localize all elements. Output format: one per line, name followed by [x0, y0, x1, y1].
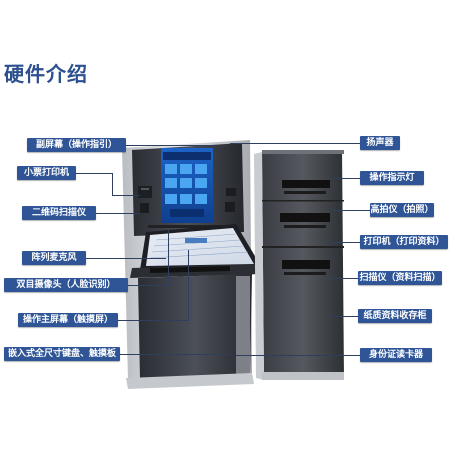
label-paper-storage: 纸质资料收存柜	[358, 309, 432, 323]
label-printer: 打印机（打印资料）	[360, 235, 448, 249]
label-receipt-printer: 小票打印机	[17, 166, 76, 180]
connector-line	[168, 230, 169, 286]
label-keyboard-touchpad: 嵌入式全尺寸键盘、触摸板	[4, 347, 120, 361]
document-cabinet	[254, 150, 344, 380]
connector-line	[118, 320, 188, 321]
connector-line	[330, 316, 358, 317]
connector-line	[188, 250, 189, 321]
connector-line	[86, 258, 166, 259]
kiosk-tower	[122, 140, 262, 389]
connector-line	[126, 145, 216, 146]
label-array-microphone: 阵列麦克风	[22, 251, 86, 265]
page-title: 硬件介绍	[4, 62, 88, 86]
connector-line	[330, 242, 360, 243]
connector-line	[76, 173, 112, 174]
cabinet-slot	[282, 180, 330, 188]
label-qr-scanner: 二维码扫描仪	[22, 206, 96, 220]
label-indicator-light: 操作指示灯	[360, 171, 424, 185]
label-scanner: 扫描仪（资料扫描）	[358, 271, 442, 285]
receipt-printer-slot	[138, 186, 152, 198]
connector-line	[96, 213, 140, 214]
label-document-camera: 高拍仪（拍照）	[370, 203, 434, 217]
connector-line	[230, 143, 360, 144]
cabinet-slot	[280, 213, 330, 222]
connector-line	[332, 178, 360, 179]
connector-line	[112, 195, 140, 196]
cabinet-slot	[282, 260, 330, 269]
connector-line	[112, 173, 113, 195]
connector-line	[128, 285, 168, 286]
label-main-touchscreen: 操作主屏幕（触摸屏）	[18, 313, 118, 327]
label-secondary-screen: 副屏幕（操作指引）	[27, 138, 126, 152]
connector-line	[330, 278, 358, 279]
label-id-card-reader: 身份证读卡器	[360, 348, 432, 362]
id-card-reader	[225, 202, 235, 212]
connector-line	[236, 355, 360, 356]
qr-scanner	[140, 203, 149, 213]
connector-line	[120, 354, 230, 355]
label-binocular-camera: 双目摄像头（人脸识别）	[4, 278, 128, 292]
connector-line	[332, 210, 370, 211]
label-speaker: 扬声器	[360, 136, 400, 150]
